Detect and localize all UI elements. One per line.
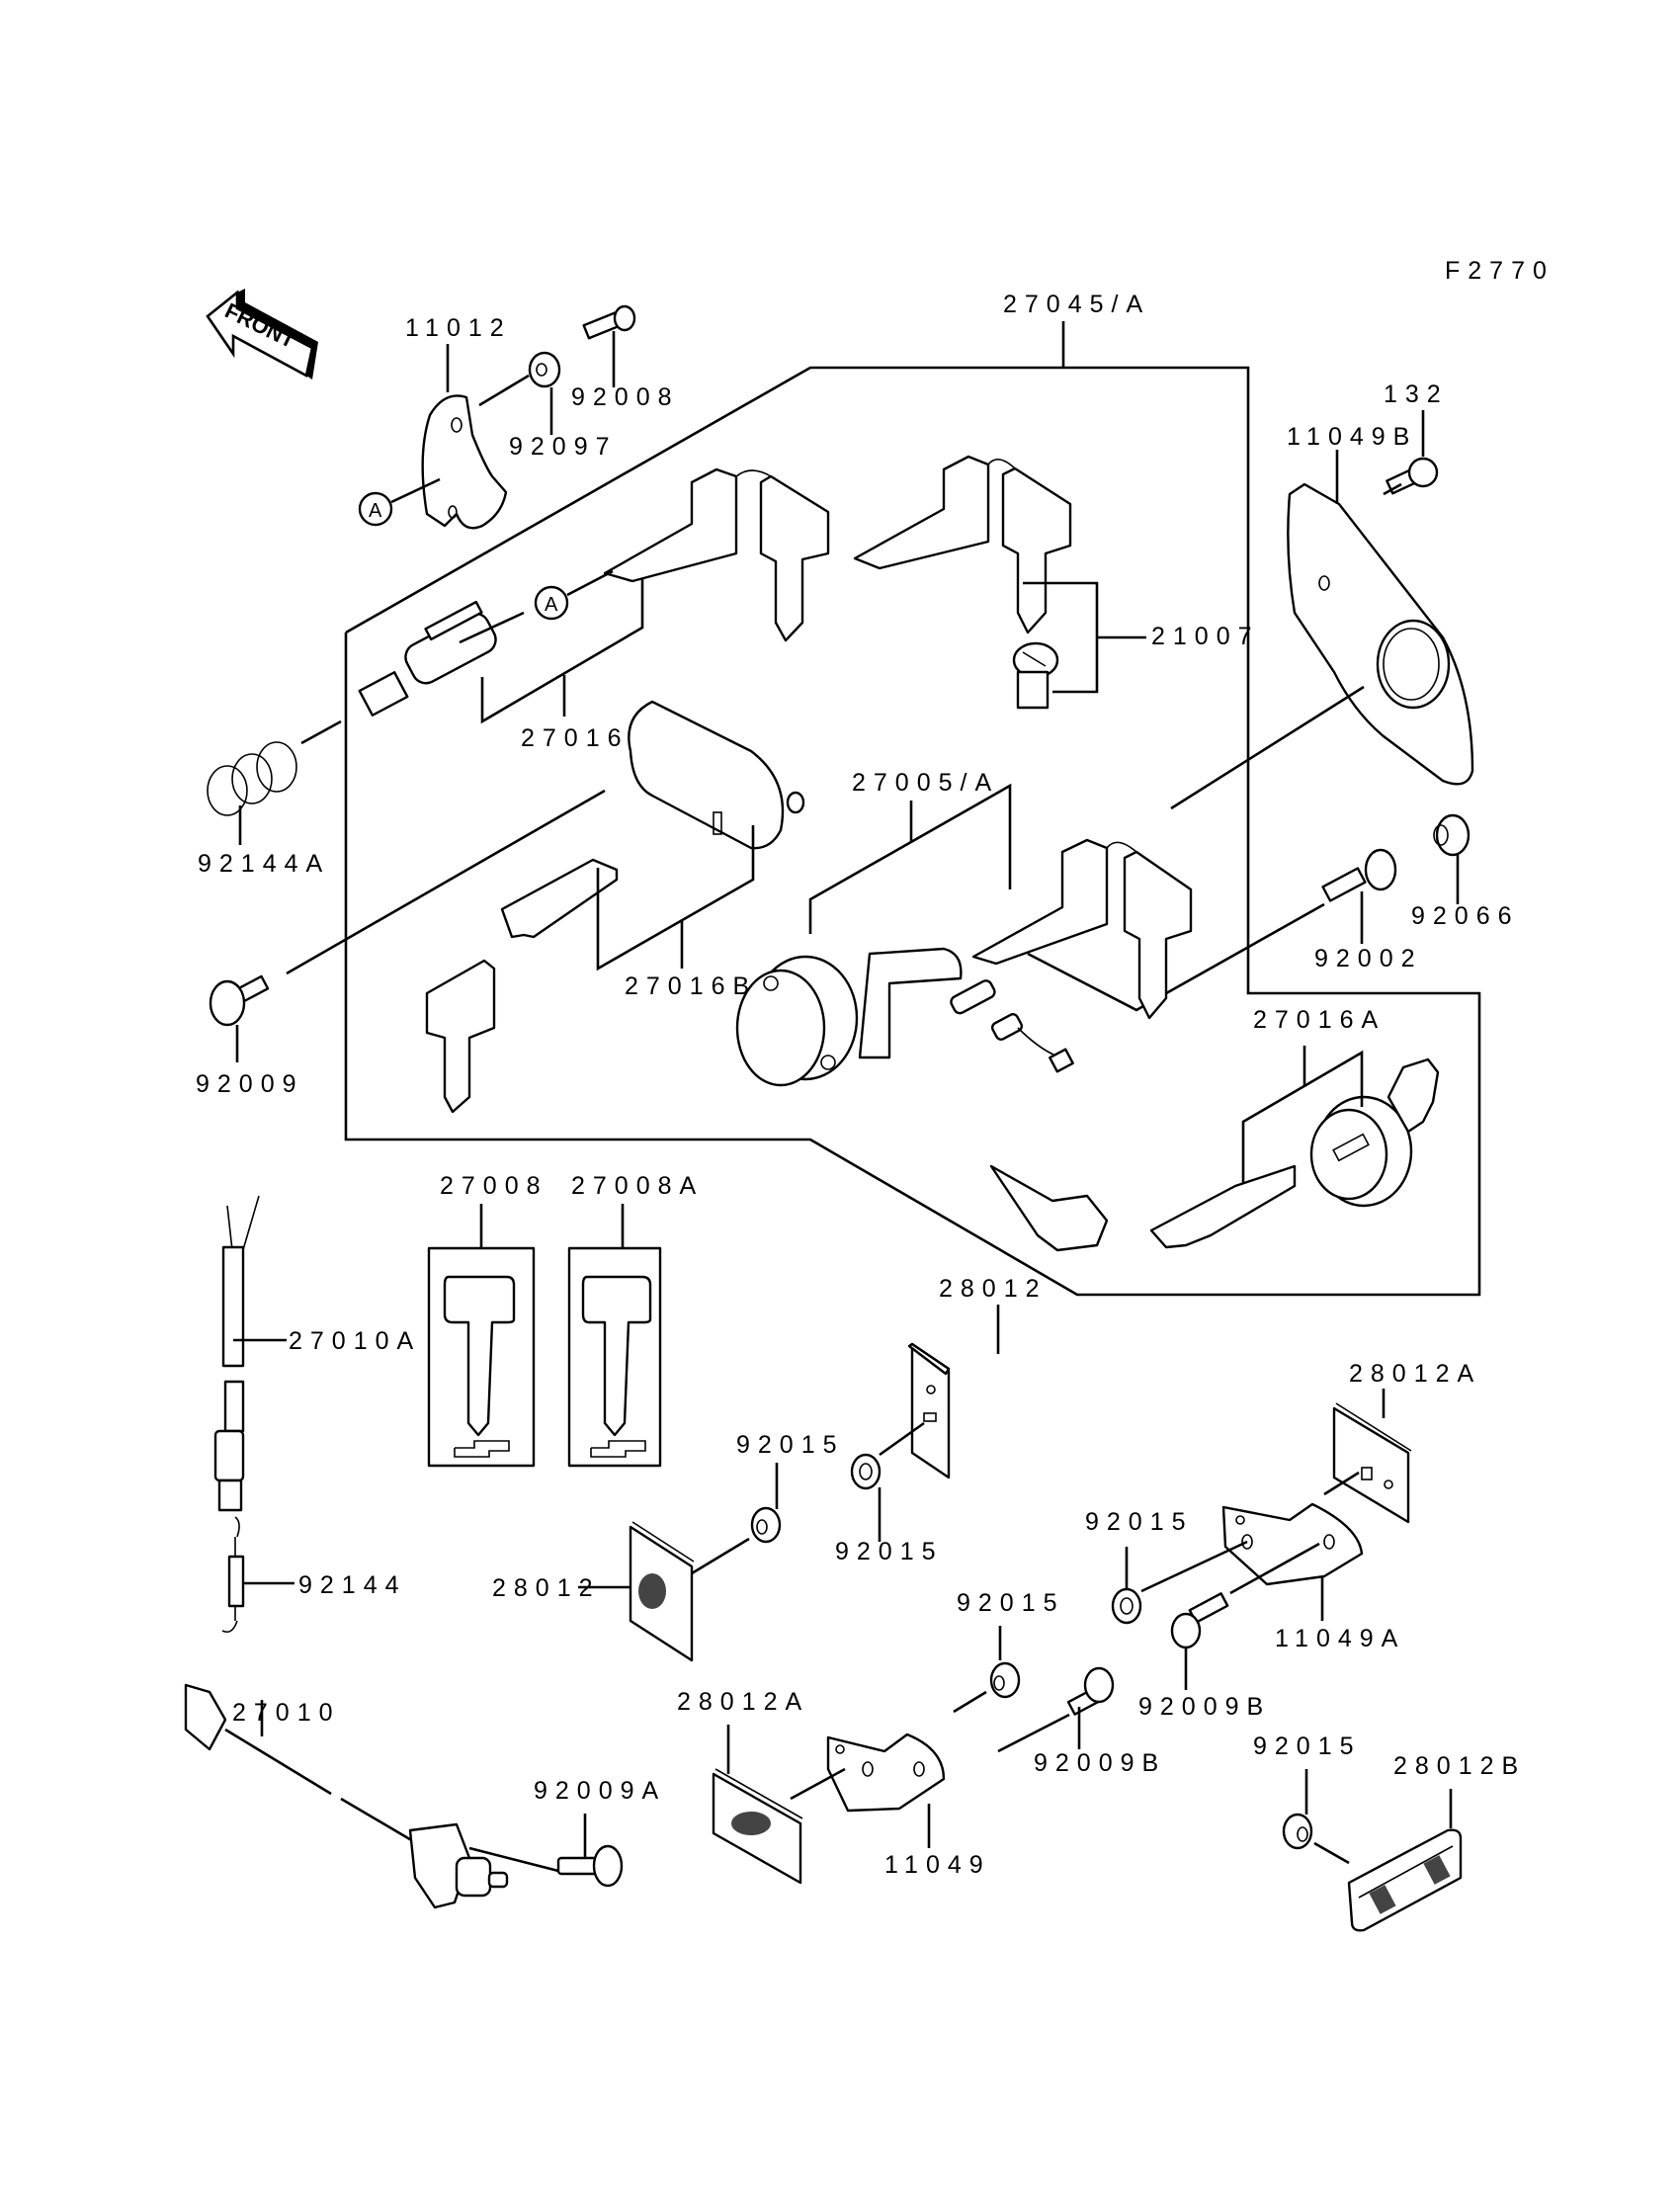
part-label-11049[interactable]: 11049 bbox=[884, 1851, 991, 1879]
screw-center-part bbox=[1066, 1666, 1115, 1716]
reference-a-label-upper: A bbox=[369, 500, 382, 522]
key-blank-card-1 bbox=[427, 1246, 536, 1468]
part-label-92009B-right[interactable]: 92009B bbox=[1138, 1693, 1271, 1721]
reflector-upper-part bbox=[907, 1342, 951, 1479]
key-pair-middle bbox=[971, 838, 1193, 1020]
reflector-left-part bbox=[629, 1521, 695, 1662]
reflector-right-part bbox=[1332, 1402, 1412, 1524]
bolt-knurled-part bbox=[1321, 848, 1397, 902]
return-spring-part bbox=[221, 1516, 245, 1634]
part-label-92144A[interactable]: 92144A bbox=[198, 850, 330, 878]
brake-switch-front-part bbox=[213, 1195, 260, 1512]
part-label-27008[interactable]: 27008 bbox=[440, 1172, 548, 1200]
part-label-27016A[interactable]: 27016A bbox=[1253, 1006, 1386, 1034]
key-blank-card-2 bbox=[567, 1246, 662, 1468]
part-label-28012A-right[interactable]: 28012A bbox=[1349, 1360, 1481, 1388]
part-label-92015-b[interactable]: 92015 bbox=[736, 1431, 845, 1459]
part-label-92015-a[interactable]: 92015 bbox=[835, 1538, 944, 1565]
part-label-132[interactable]: 132 bbox=[1384, 380, 1449, 408]
part-label-11049B[interactable]: 11049B bbox=[1287, 423, 1417, 451]
nut-upper-part bbox=[850, 1453, 882, 1490]
key-lock-cylinder-part bbox=[358, 600, 497, 717]
spring-part bbox=[207, 741, 297, 816]
part-label-21007[interactable]: 21007 bbox=[1151, 623, 1260, 650]
part-label-28012-upper[interactable]: 28012 bbox=[939, 1275, 1048, 1303]
part-label-92009[interactable]: 92009 bbox=[196, 1070, 304, 1098]
reference-a-marker-upper bbox=[358, 491, 393, 527]
bolt-part bbox=[582, 304, 636, 340]
nut-left-part bbox=[750, 1506, 782, 1544]
key-pair-upper-right bbox=[853, 455, 1072, 634]
part-label-92015-e[interactable]: 92015 bbox=[1253, 1732, 1362, 1760]
key-lock-seat-part bbox=[1309, 1057, 1440, 1208]
ignition-switch-part bbox=[735, 947, 1074, 1087]
part-label-27005[interactable]: 27005/A bbox=[852, 769, 999, 797]
part-label-92015-c[interactable]: 92015 bbox=[1085, 1508, 1194, 1536]
reflector-lower-right-part bbox=[1347, 1828, 1463, 1932]
part-label-92002[interactable]: 92002 bbox=[1314, 945, 1423, 972]
reference-a-marker-lower bbox=[534, 585, 569, 621]
part-label-92008[interactable]: 92008 bbox=[571, 383, 680, 411]
part-label-92144[interactable]: 92144 bbox=[298, 1571, 407, 1599]
part-label-28012-left[interactable]: 28012 bbox=[492, 1574, 601, 1602]
part-label-27010A[interactable]: 27010A bbox=[289, 1327, 421, 1355]
bracket-center-part bbox=[826, 1732, 946, 1813]
nut-lower-right-part bbox=[1282, 1813, 1313, 1850]
key-pair-lower-right bbox=[989, 1164, 1297, 1252]
part-label-92009B-center[interactable]: 92009B bbox=[1034, 1749, 1166, 1777]
part-label-28012A-left[interactable]: 28012A bbox=[677, 1688, 809, 1716]
part-label-27010[interactable]: 27010 bbox=[232, 1699, 341, 1727]
plug-part bbox=[1433, 813, 1470, 857]
bracket-right-part bbox=[1221, 1502, 1364, 1586]
screw-lower-left-part bbox=[556, 1844, 624, 1888]
part-label-27008A[interactable]: 27008A bbox=[571, 1172, 704, 1200]
part-label-28012B[interactable]: 28012B bbox=[1393, 1752, 1526, 1780]
bracket-upper-right-part bbox=[1287, 482, 1474, 786]
part-label-92066[interactable]: 92066 bbox=[1411, 902, 1520, 930]
reflector-lower-left-part bbox=[712, 1768, 803, 1885]
reference-a-label-lower: A bbox=[545, 594, 558, 616]
screw-right-part bbox=[1170, 1592, 1229, 1649]
part-label-92097[interactable]: 92097 bbox=[509, 433, 618, 461]
washer-part bbox=[528, 351, 561, 388]
front-direction-arrow: FRONT bbox=[206, 289, 318, 380]
lock-cover-part bbox=[628, 700, 805, 850]
screw-part bbox=[209, 974, 270, 1027]
nut-center-part bbox=[989, 1661, 1021, 1699]
part-label-92015-d[interactable]: 92015 bbox=[957, 1589, 1065, 1617]
lock-plate-part bbox=[421, 394, 508, 530]
bolt-flanged-part bbox=[1386, 457, 1439, 495]
part-label-11012[interactable]: 11012 bbox=[405, 314, 512, 342]
figure-code: F2770 bbox=[1445, 257, 1554, 285]
part-label-27016B[interactable]: 27016B bbox=[625, 972, 757, 1000]
nut-right-part bbox=[1111, 1587, 1142, 1625]
key-cap-part bbox=[1012, 641, 1059, 710]
key-pair-upper-left bbox=[603, 467, 830, 642]
part-label-27045[interactable]: 27045/A bbox=[1003, 291, 1150, 318]
brake-switch-rear-part bbox=[184, 1683, 509, 1909]
part-label-27016[interactable]: 27016 bbox=[521, 724, 630, 752]
key-pair-lower-left bbox=[425, 858, 619, 1114]
part-label-92009A[interactable]: 92009A bbox=[534, 1777, 666, 1805]
part-label-11049A[interactable]: 11049A bbox=[1275, 1625, 1405, 1652]
callout-27045 bbox=[344, 321, 1481, 1297]
